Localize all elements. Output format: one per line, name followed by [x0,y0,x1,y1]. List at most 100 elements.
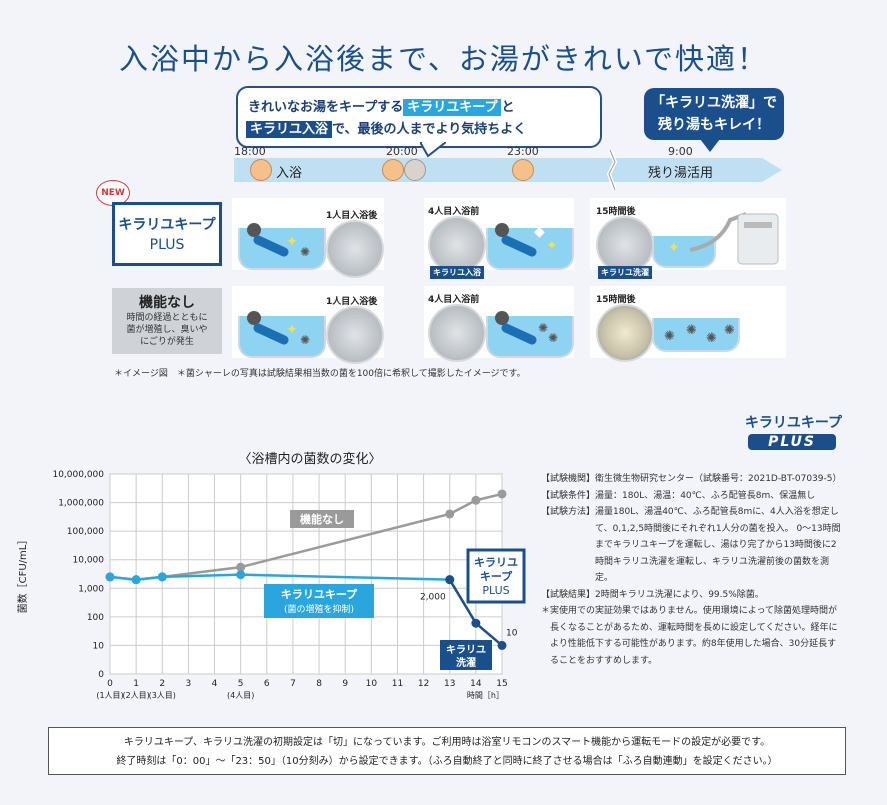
headline: 入浴中から入浴後まで、お湯がきれいで快適！ [119,42,768,76]
test-info-row: 【試験機関】衛生微生物研究センター（試験番号：2021D-BT-07039-5） [541,471,841,488]
test-info-key: 【試験結果】 [541,589,596,600]
svg-text:✺: ✺ [706,331,717,346]
bathtub-icon [652,236,716,268]
timeline-arrow-icon [762,158,782,182]
x-tick-label: 12 [418,679,429,689]
x-sub-label: (1人目) [96,691,123,700]
x-tick-label: 10 [366,679,378,689]
test-info-value: 湯量180L、湯温40℃、ふろ配管長8mに、4人入浴を想定して、0,1,2,5時… [595,507,841,583]
x-sub-label: (2人目) [122,691,149,700]
x-tick-label: 8 [316,679,322,689]
data-point [236,570,246,580]
svg-text:✦: ✦ [668,240,680,256]
time-break-icon [606,150,618,190]
x-tick-label: 11 [392,679,403,689]
label-keep-plus: キラリユキープ PLUS [112,202,222,266]
y-tick-label: 1,000,000 [58,499,104,509]
person-bathing-icon: ◆✦ [495,223,558,257]
data-point [471,618,481,628]
y-tick-label: 10,000 [73,556,105,566]
bacteria-count-chart: 0101001,00010,000100,0001,000,00010,000,… [16,470,526,700]
test-info-key: 【試験機関】 [541,474,596,484]
series-label-keep: キラリユキープ [281,587,358,601]
value-label-2000: 2,000 [420,593,446,603]
speech-bubble-side: 「キラリユ洗濯」で 残り湯もキレイ！ [644,88,784,140]
petri-dish-icon [326,306,384,364]
test-info-row: ＊実使用での実証効果ではありません。使用環境によって除菌処理時間が長くなることが… [541,603,841,669]
x-tick-label: 6 [264,679,270,689]
x-tick-label: 7 [290,679,296,689]
dish-label-4th-keep: 4人目入浴前 [428,207,480,217]
petri-dish-icon [428,304,486,362]
x-tick-label: 9 [342,679,348,689]
series-label-none: 機能なし [300,512,344,526]
petri-dish-icon [326,220,384,278]
dish-label-1st-none: 1人目入浴後 [326,297,378,307]
test-info-key: 【試験条件】 [541,490,596,501]
data-point [471,495,481,505]
y-tick-label: 10 [93,641,105,651]
bacteria-icon: ✺✺✺✺ [664,323,735,346]
kirariyu-keep-plus-logo: キラリユキープ PLUS [744,415,842,450]
data-point [497,489,507,499]
x-sub-label: (4人目) [227,691,254,700]
man-face-icon [512,159,534,181]
svg-text:✺: ✺ [724,323,735,338]
settings-note: キラリユキープ、キラリユ洗濯の初期設定は「切」になっています。ご利用時は浴室リモ… [48,727,846,775]
y-tick-label: 10,000,000 [52,470,104,480]
person-bathing-icon: ✦✺ [247,223,310,258]
highlight-kirariyu-keep: キラリユキープ [403,99,502,116]
y-tick-label: 100 [87,613,104,623]
test-info-row: 【試験方法】湯量180L、湯温40℃、ふろ配管長8mに、4人入浴を想定して、0,… [541,504,841,587]
person-bathing-icon: ✺✺ [495,311,558,345]
test-info-row: 【試験結果】2時間キラリユ洗濯により、99.5%除菌。 [541,587,841,604]
svg-text:✺: ✺ [300,333,310,346]
x-axis-label: 時間［h］ [467,691,504,700]
series-label-keep-sub: (菌の増殖を抑制) [284,603,354,615]
label-bg-wash [440,640,492,670]
y-tick-label: 100,000 [67,527,104,537]
bathtub-icon [652,318,740,352]
time-0900: 9:00 [668,145,693,158]
series-label-plus-3: PLUS [482,584,509,597]
x-tick-label: 1 [133,679,139,689]
x-tick-label: 0 [107,679,113,689]
tag-kirariyu-wash: キラリユ洗濯 [598,266,652,279]
test-info: 【試験機関】衛生微生物研究センター（試験番号：2021D-BT-07039-5）… [541,471,841,669]
x-tick-label: 5 [238,679,244,689]
x-sub-label: (3人目) [149,691,176,700]
label-bg-keep [264,584,374,618]
speech-bubble-main: きれいなお湯をキープするキラリユキープと キラリユ入浴で、最後の人までより気持ち… [236,86,602,148]
plot-area [109,473,503,675]
data-point [445,509,455,519]
svg-text:✺: ✺ [548,331,558,345]
data-point [105,572,115,582]
bubble-side-tail-icon [700,139,720,152]
bubble-tail-icon [420,142,446,158]
tag-kirariyu-bath: キラリユ入浴 [430,266,484,279]
phase-after: 残り湯活用 [648,166,714,181]
data-point [157,572,167,582]
x-tick-label: 3 [186,679,192,689]
image-caption: ＊イメージ図 ＊菌シャーレの写真は試験結果相当数の菌を100倍に希釈して撮影した… [114,369,526,379]
y-tick-label: 0 [98,670,104,680]
bubble-line-2: キラリユ入浴で、最後の人までより気持ちよく [246,118,526,138]
y-tick-label: 1,000 [78,584,104,594]
series-label-wash-1: キラリユ [446,644,486,656]
svg-text:✦: ✦ [286,234,298,250]
label-bg-plus [466,548,526,604]
petri-dish-dirty-icon [596,304,654,362]
time-2000: 20:00 [386,145,418,158]
phase-bath: 入浴 [276,166,303,181]
child-face-icon [250,159,272,181]
highlight-kirariyu-bath: キラリユ入浴 [246,121,333,138]
timeline-bar [234,158,762,182]
time-1800: 18:00 [234,145,266,158]
test-info-value: 衛生微生物研究センター（試験番号：2021D-BT-07039-5） [595,474,842,484]
person-bathing-icon: ✦✺ [247,311,310,346]
test-info-key: ＊ [541,606,551,616]
bubble-line-1: きれいなお湯をキープするキラリユキープと [248,99,515,116]
y-axis-label: 菌数［CFU/mL］ [16,535,29,614]
data-point [445,575,455,585]
x-tick-label: 15 [496,679,507,689]
